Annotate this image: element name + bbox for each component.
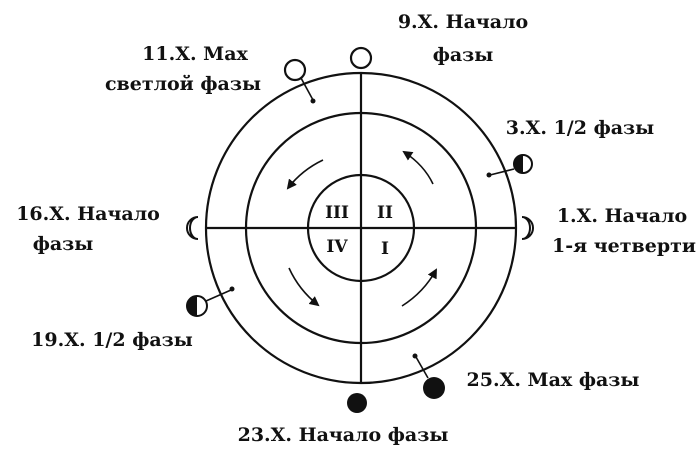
label-16x-line2: фазы: [33, 233, 94, 255]
arrow-nw: [286, 159, 324, 190]
pointer-25x: [415, 356, 429, 379]
label-23x: 23.X. Начало фазы: [238, 424, 449, 446]
new-moon-bottom-icon: [347, 393, 367, 413]
arrow-sw: [288, 267, 320, 307]
dot-25x: [412, 353, 418, 359]
label-9x-line1: 9.X. Начало: [398, 11, 528, 33]
arrow-ne: [402, 150, 434, 185]
pointer-11x: [300, 77, 314, 101]
label-1x-line1: 1.X. Начало: [557, 205, 687, 227]
crescent-left-icon: [186, 216, 199, 240]
label-9x-line2: фазы: [433, 44, 494, 66]
new-moon-bottomright-icon: [423, 377, 445, 399]
label-11x-line1: 11.X. Max: [142, 43, 248, 65]
full-moon-top-icon: [349, 46, 373, 70]
label-19x: 19.X. 1/2 фазы: [31, 329, 193, 351]
label-1x-line2: 1-я четверти: [552, 235, 696, 257]
pointer-3x: [489, 168, 515, 176]
label-16x-line1: 16.X. Начало: [16, 203, 160, 225]
label-11x-line2: светлой фазы: [105, 73, 261, 95]
full-moon-topleft-icon: [283, 58, 307, 82]
crescent-right-icon: [521, 216, 534, 240]
arrow-se: [401, 268, 437, 307]
pointer-19x: [205, 289, 232, 302]
dot-3x: [486, 172, 492, 178]
quadrant-ii: II: [377, 203, 393, 223]
label-3x: 3.X. 1/2 фазы: [506, 117, 654, 139]
half-moon-left-icon: [186, 295, 208, 317]
dot-19x: [229, 286, 235, 292]
half-moon-right-icon: [513, 154, 533, 174]
quadrant-i: I: [381, 239, 389, 259]
dot-11x: [310, 98, 316, 104]
label-25x: 25.X. Max фазы: [467, 369, 640, 391]
quadrant-iii: III: [325, 203, 349, 223]
quadrant-iv: IV: [326, 237, 348, 257]
